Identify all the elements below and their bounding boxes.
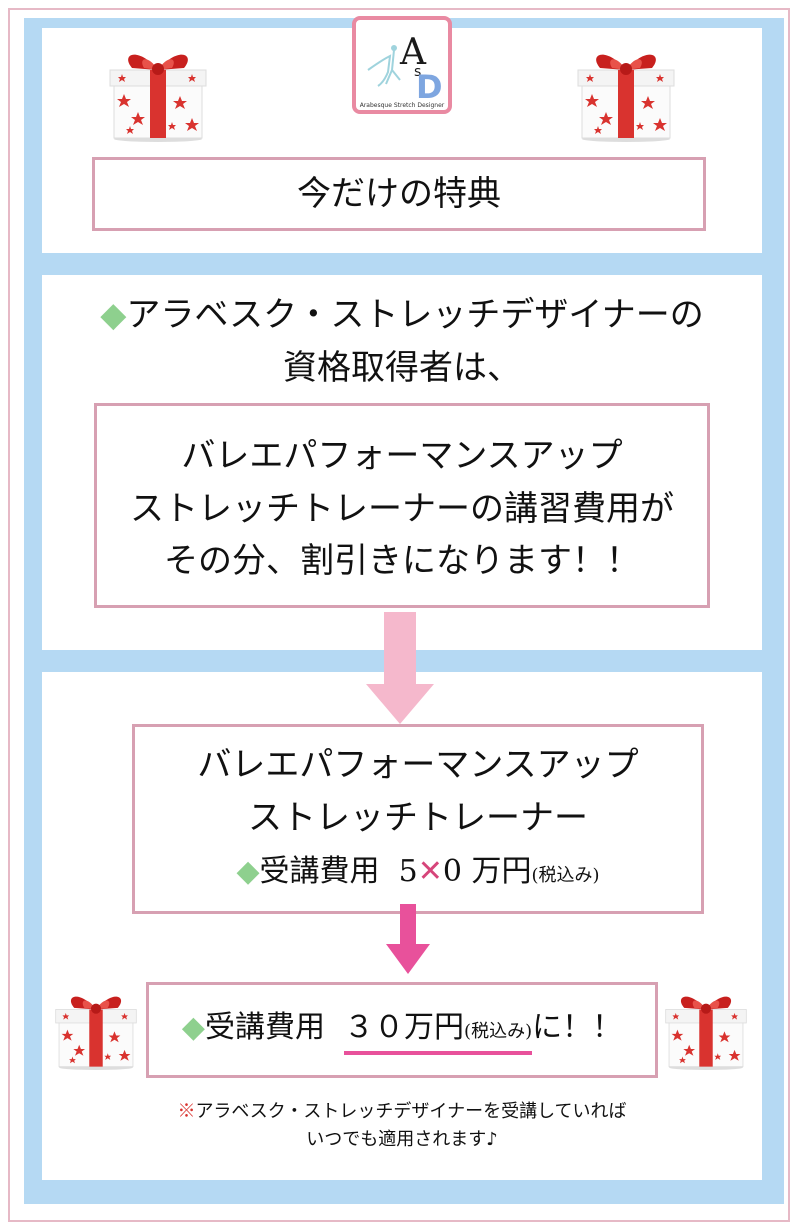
arrow-down-icon	[366, 612, 434, 724]
discount-line-2: ストレッチトレーナーの講習費用が	[130, 488, 674, 529]
footer-note: ※アラベスク・ストレッチデザイナーを受講していれば いつでも適用されます♪	[42, 1098, 762, 1154]
gift-box-icon	[577, 54, 675, 142]
logo-brand-text: Arabesque Stretch Designer	[360, 102, 445, 109]
arrow-down-icon	[386, 904, 430, 974]
cross-icon: ✕	[417, 854, 443, 890]
new-fee: ◆受講費用 ３０万円(税込み)に！！	[149, 985, 655, 1075]
logo-letter-a: A	[399, 32, 427, 73]
logo-letter-d: D	[416, 68, 443, 106]
gift-box-icon	[109, 54, 207, 142]
gift-box-icon	[55, 996, 137, 1070]
outer-frame	[8, 8, 790, 1222]
logo: A s D Arabesque Stretch Designer	[352, 16, 452, 114]
discount-line-1: バレエパフォーマンスアップ	[181, 436, 623, 476]
course-box: バレエパフォーマンスアップ ストレッチトレーナー ◆受講費用 5✕0 万円(税込…	[132, 724, 704, 914]
diamond-icon: ◆	[100, 295, 127, 335]
eligibility-line-2: 資格取得者は、	[283, 347, 521, 388]
discount-box: バレエパフォーマンスアップ ストレッチトレーナーの講習費用が その分、割引きにな…	[94, 403, 710, 608]
gift-box-icon	[665, 996, 747, 1070]
discount-line-3: その分、割引きになります！！	[164, 541, 640, 582]
original-fee: ◆受講費用 5✕0 万円(税込み)	[236, 854, 600, 890]
page-title: 今だけの特典	[297, 174, 501, 214]
footer-note-line-2: いつでも適用されます♪	[306, 1128, 498, 1150]
logo-icon: A s D Arabesque Stretch Designer	[360, 32, 445, 109]
eligibility-line-1: ◆アラベスク・ストレッチデザイナーの	[100, 295, 704, 335]
diamond-icon: ◆	[181, 1010, 205, 1045]
eligibility-heading: ◆アラベスク・ストレッチデザイナーの 資格取得者は、	[42, 289, 762, 394]
title-box: 今だけの特典	[92, 157, 706, 231]
new-fee-amount: ３０万円(税込み)	[344, 1010, 533, 1055]
footer-note-line-1: ※アラベスク・ストレッチデザイナーを受講していれば	[177, 1101, 627, 1122]
logo-letter-s: s	[414, 64, 421, 80]
course-line-1: バレエパフォーマンスアップ	[197, 745, 639, 785]
diamond-icon: ◆	[236, 854, 260, 890]
course-line-2: ストレッチトレーナー	[248, 797, 588, 838]
new-fee-box: ◆受講費用 ３０万円(税込み)に！！	[146, 982, 658, 1078]
note-mark-icon: ※	[177, 1101, 196, 1122]
